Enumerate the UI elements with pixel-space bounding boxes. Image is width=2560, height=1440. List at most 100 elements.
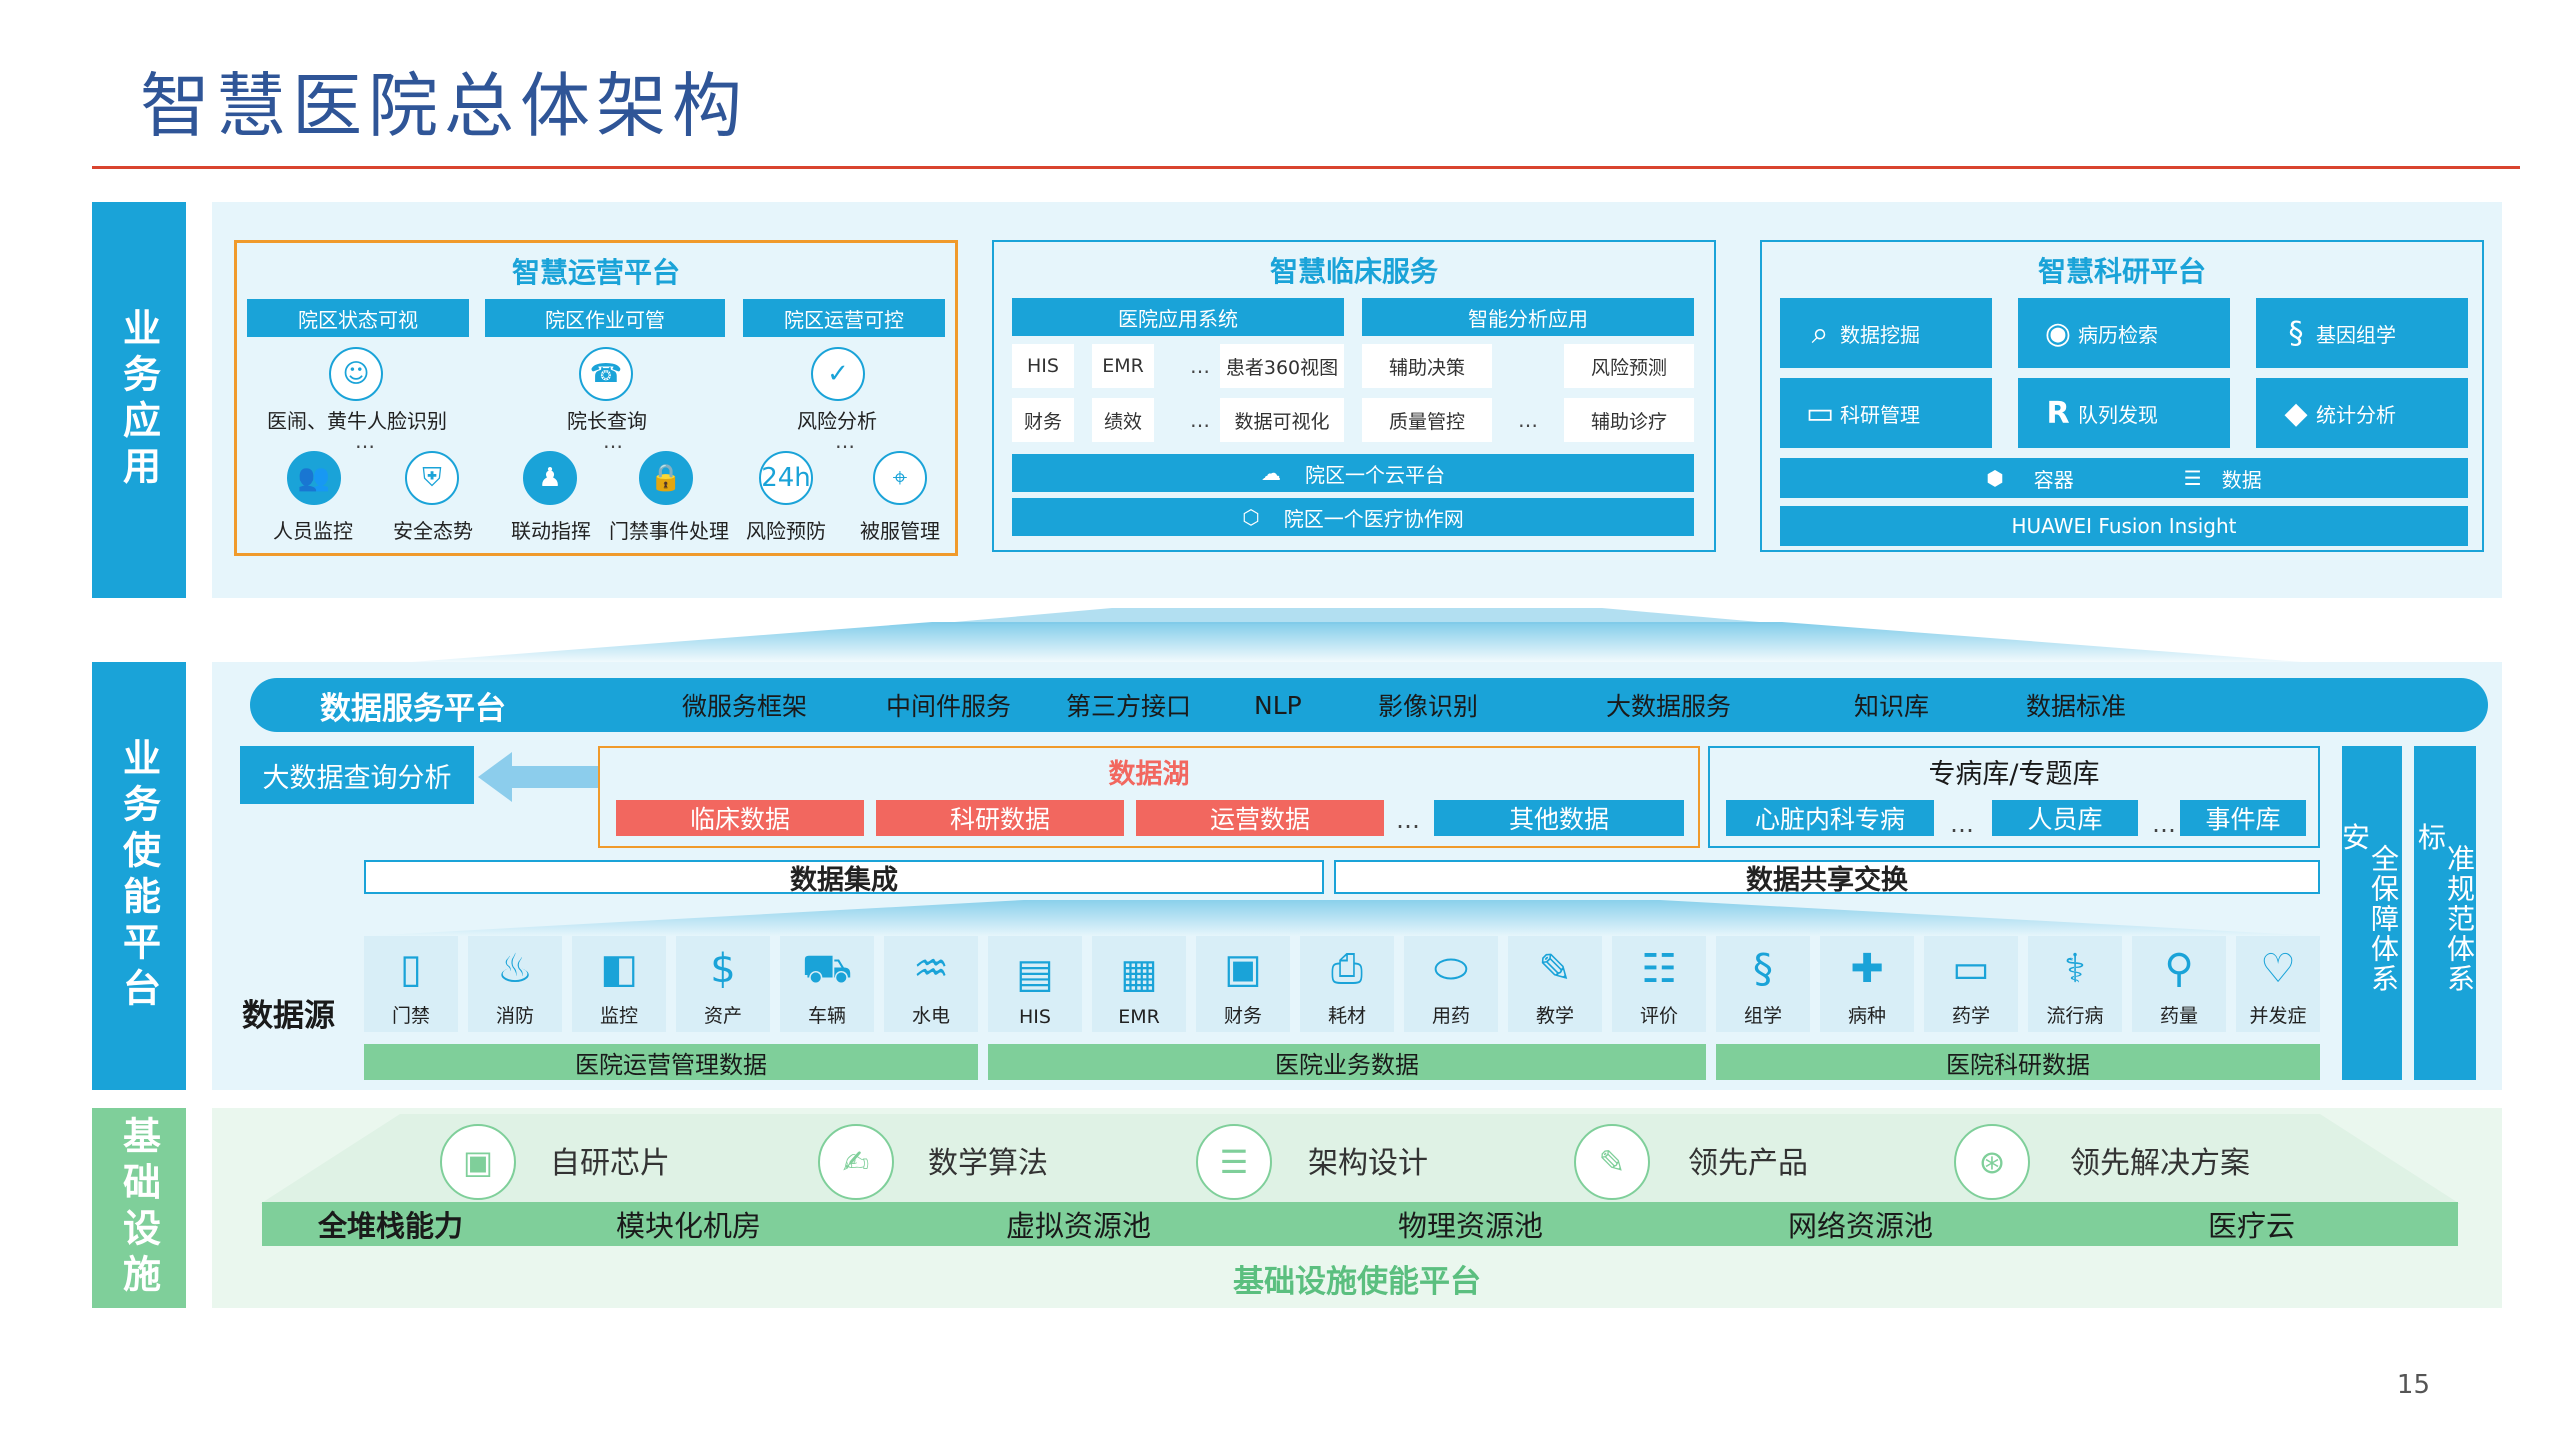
special-personnel-db: 人员库 bbox=[1992, 800, 2138, 836]
infra-trapezoid bbox=[260, 1114, 2460, 1204]
infra-cap-chip: 自研芯片 bbox=[550, 1146, 670, 1181]
face-recognition-icon: ☺ bbox=[329, 347, 383, 401]
clinical-service-title: 智慧临床服务 bbox=[1269, 255, 1438, 288]
service-third-party: 第三方接口 bbox=[1066, 692, 1192, 721]
source-tile-emr: ▦EMR bbox=[1092, 936, 1186, 1032]
ops-item-access-event: 门禁事件处理 bbox=[609, 519, 729, 543]
ops-header-visual: 院区状态可视 bbox=[247, 299, 469, 337]
risk-analysis-icon: ✓ bbox=[811, 347, 865, 401]
infra-cap-solution: 领先解决方案 bbox=[2070, 1146, 2250, 1181]
infra-cap-architecture: 架构设计 bbox=[1308, 1146, 1428, 1181]
flame-icon: ♨ bbox=[497, 946, 533, 992]
clinic-patient-360: 患者360视图 bbox=[1220, 344, 1344, 388]
ops-item-risk-analysis: 风险分析 bbox=[797, 409, 877, 433]
research-tile-research-mgmt: ▭科研管理 bbox=[1780, 378, 1992, 448]
research-tile-record-search: ◉病历检索 bbox=[2018, 298, 2230, 368]
chip-icon: ▣ bbox=[440, 1124, 516, 1200]
ops-platform-group: 智慧运营平台 院区状态可视 院区作业可管 院区运营可控 ☺ ☎ ✓ 医闹、黄牛人… bbox=[234, 240, 958, 556]
ops-dots-3: … bbox=[835, 429, 855, 453]
pill-icon: ⬭ bbox=[1433, 946, 1469, 992]
side-label-infrastructure: 基础设施 bbox=[92, 1108, 186, 1308]
ops-item-security: 安全态势 bbox=[393, 519, 473, 543]
clinic-dots-1: … bbox=[1190, 354, 1210, 378]
ops-dots-2: … bbox=[603, 429, 623, 453]
ops-item-face-recognition: 医闹、黄牛人脸识别 bbox=[267, 409, 447, 433]
database-icon: ☰ bbox=[2183, 466, 2202, 490]
dna-icon: § bbox=[2288, 315, 2304, 351]
lake-clinical-data: 临床数据 bbox=[616, 800, 864, 836]
access-lock-icon: 🔒 bbox=[639, 451, 693, 505]
clinical-service-group: 智慧临床服务 医院应用系统 智能分析应用 HIS EMR … 患者360视图 财… bbox=[992, 240, 1716, 552]
data-lake-title: 数据湖 bbox=[1108, 759, 1190, 790]
ops-item-dean-query: 院长查询 bbox=[567, 409, 647, 433]
ops-item-joint-command: 联动指挥 bbox=[511, 519, 591, 543]
page-number: 15 bbox=[2396, 1370, 2430, 1400]
service-nlp: NLP bbox=[1254, 690, 1302, 720]
clinic-risk-prediction: 风险预测 bbox=[1564, 344, 1694, 388]
data-service-band: 数据服务平台 微服务框架 中间件服务 第三方接口 NLP 影像识别 大数据服务 … bbox=[250, 678, 2488, 732]
lake-other-data: 其他数据 bbox=[1434, 800, 1684, 836]
medical-kit-icon: ✚ bbox=[1850, 946, 1884, 992]
dropper-icon: ⚲ bbox=[2164, 946, 2194, 992]
clinic-his: HIS bbox=[1012, 344, 1074, 388]
left-arrow-icon bbox=[478, 752, 598, 802]
special-db-title: 专病库/专题库 bbox=[1928, 759, 2100, 790]
container-icon: ⬢ bbox=[1986, 466, 2004, 490]
checklist-icon: ☷ bbox=[1641, 946, 1677, 992]
service-data-standard: 数据标准 bbox=[2026, 692, 2127, 721]
infra-cap-product: 领先产品 bbox=[1688, 1146, 1808, 1181]
research-tile-statistics: ◆统计分析 bbox=[2256, 378, 2468, 448]
side-label-business-app: 业务应用 bbox=[92, 202, 186, 598]
clinic-header-systems: 医院应用系统 bbox=[1012, 298, 1344, 336]
syringe-icon: ⚕ bbox=[2064, 946, 2086, 992]
research-container-data-bar: ⬢ 容器 ☰ 数据 bbox=[1780, 458, 2468, 498]
source-tile-omics: §组学 bbox=[1716, 936, 1810, 1032]
architecture-icon: ☰ bbox=[1196, 1124, 1272, 1200]
clinic-diagnosis-assist: 辅助诊疗 bbox=[1564, 398, 1694, 442]
research-container-label: 容器 bbox=[2033, 467, 2074, 492]
product-pen-icon: ✎ bbox=[1574, 1124, 1650, 1200]
source-tile-his: ▤HIS bbox=[988, 936, 1082, 1032]
source-tile-monitor: ◧监控 bbox=[572, 936, 666, 1032]
bigdata-query-box: 大数据查询分析 bbox=[240, 746, 474, 804]
cloud-icon: ☁ bbox=[1261, 461, 1281, 485]
source-tile-access: ▯门禁 bbox=[364, 936, 458, 1032]
r-logo-icon: R bbox=[2046, 395, 2070, 431]
research-data-label: 数据 bbox=[2221, 467, 2262, 492]
camera-icon: ◧ bbox=[600, 946, 638, 992]
research-tile-genomics: §基因组学 bbox=[2256, 298, 2468, 368]
people-monitor-icon: 👥 bbox=[287, 451, 341, 505]
printer-icon: ⎙ bbox=[1331, 946, 1363, 992]
cube-icon: ◆ bbox=[2284, 395, 2308, 431]
monitor-icon: ▭ bbox=[1805, 395, 1835, 431]
lake-dots: … bbox=[1396, 806, 1420, 834]
clinic-performance: 绩效 bbox=[1092, 398, 1154, 442]
dna-icon: § bbox=[1753, 946, 1773, 992]
source-tile-pharmacy: ▭药学 bbox=[1924, 936, 2018, 1032]
source-tile-dosage: ⚲药量 bbox=[2132, 936, 2226, 1032]
car-icon: ⛟ bbox=[801, 946, 853, 992]
risk-prevention-24h-icon: 24h bbox=[759, 451, 813, 505]
clinic-quality-control: 质量管控 bbox=[1362, 398, 1492, 442]
clinic-header-analysis: 智能分析应用 bbox=[1362, 298, 1694, 336]
source-tile-complication: ♡并发症 bbox=[2236, 936, 2320, 1032]
ops-item-risk-prevention: 风险预防 bbox=[746, 519, 826, 543]
source-tile-teaching: ✎教学 bbox=[1508, 936, 1602, 1032]
clinic-finance: 财务 bbox=[1012, 398, 1074, 442]
clinic-dots-2: … bbox=[1190, 408, 1210, 432]
security-shield-icon: ⛨ bbox=[405, 451, 459, 505]
research-fusion-bar: HUAWEI Fusion Insight bbox=[1780, 506, 2468, 546]
standards-col-text: 准规范体系 bbox=[2443, 844, 2476, 994]
source-tile-utility: ♒水电 bbox=[884, 936, 978, 1032]
heart-monitor-icon: ♡ bbox=[2260, 946, 2296, 992]
ops-dots-1: … bbox=[355, 429, 375, 453]
special-event-db: 事件库 bbox=[2180, 800, 2306, 836]
source-tile-consumables: ⎙耗材 bbox=[1300, 936, 1394, 1032]
source-funnel bbox=[364, 900, 2320, 936]
research-tile-data-mining: ⌕数据挖掘 bbox=[1780, 298, 1992, 368]
document-icon: ▤ bbox=[1016, 951, 1054, 997]
source-tile-evaluation: ☷评价 bbox=[1612, 936, 1706, 1032]
layer-funnel bbox=[412, 608, 2302, 662]
clinic-cloud-bar: ☁ 院区一个云平台 bbox=[1012, 454, 1694, 492]
ops-header-control: 院区运营可控 bbox=[743, 299, 945, 337]
